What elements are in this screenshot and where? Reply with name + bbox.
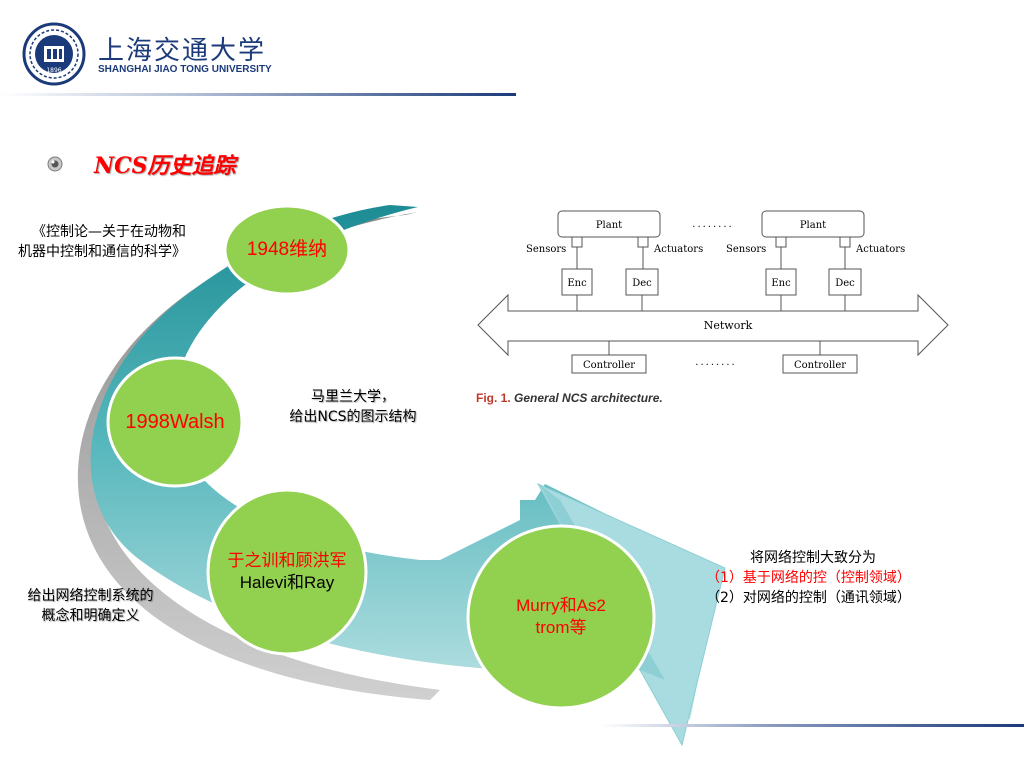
actuators-label-left: Actuators (653, 244, 703, 255)
node-circle (206, 488, 368, 656)
plant-label-left: Plant (596, 220, 622, 231)
logo-english-name: SHANGHAI JIAO TONG UNIVERSITY (98, 64, 272, 75)
bullet-icon (47, 156, 63, 172)
university-logo: 1896 上海交通大学 SHANGHAI JIAO TONG UNIVERSIT… (22, 22, 272, 86)
actuators-label-right: Actuators (855, 244, 905, 255)
node-label-line1: 于之训和顾洪军 (227, 551, 347, 570)
node-label-line2: trom等 (535, 618, 587, 637)
controller-box-right (782, 354, 858, 374)
svg-text:Controller: Controller (583, 360, 635, 371)
logo-chinese-name: 上海交通大学 (98, 36, 267, 66)
node-label: 1998Walsh (125, 411, 225, 433)
slide-title: NCS历史追踪 (94, 153, 236, 179)
walsh-annotation: 马里兰大学， 给出NCS的图示结构 (289, 389, 417, 425)
svg-text:Enc: Enc (771, 278, 791, 289)
wiener-annotation: 《控制论—关于在动物和 机器中控制和通信的科学》 (18, 224, 186, 260)
controller-box-left (571, 354, 647, 374)
svg-text:Controller: Controller (794, 360, 846, 371)
footer-divider (600, 724, 1024, 727)
timeline-node-1998: 1998Walsh (106, 356, 244, 488)
timeline-node-1948: 1948维纳 (223, 204, 351, 296)
enc-box-right (765, 268, 797, 296)
node-circle (466, 524, 656, 710)
sensors-label-right: Sensors (726, 244, 766, 255)
sensors-label-left: Sensors (526, 244, 566, 255)
plant-box-left (557, 210, 661, 238)
node-label: 1948维纳 (246, 239, 328, 260)
node-circle (106, 356, 244, 488)
svg-text:Enc: Enc (567, 278, 587, 289)
svg-text:........: ........ (692, 219, 733, 230)
node-label-line2: Halevi和Ray (239, 573, 335, 592)
classification-annotation: 将网络控制大致分为 （1）基于网络的控（控制领域） （2）对网络的控制（通讯领域… (706, 550, 911, 606)
header-divider (0, 93, 516, 96)
svg-text:Dec: Dec (632, 278, 652, 289)
svg-text:........: ........ (695, 357, 736, 368)
node-label-line1: Murry和As2 (516, 596, 606, 615)
timeline-node-yu: 于之训和顾洪军 Halevi和Ray (206, 488, 368, 656)
plant-box-right (761, 210, 865, 238)
timeline-node-murry: Murry和As2 trom等 (466, 524, 656, 710)
node-circle (223, 204, 351, 296)
svg-text:1896: 1896 (46, 67, 61, 74)
network-arrow (477, 293, 949, 357)
network-label: Network (704, 319, 753, 332)
svg-text:Dec: Dec (835, 278, 855, 289)
dec-box-right (828, 268, 862, 296)
university-seal-icon: 1896 (22, 22, 86, 86)
ncs-architecture-figure: Plant Sensors Actuators Enc Dec ........… (477, 210, 949, 374)
concept-annotation: 给出网络控制系统的 概念和明确定义 (27, 588, 154, 624)
plant-label-right: Plant (800, 220, 826, 231)
dec-box-left (625, 268, 659, 296)
figure-caption: Fig. 1. General NCS architecture. (476, 391, 663, 405)
